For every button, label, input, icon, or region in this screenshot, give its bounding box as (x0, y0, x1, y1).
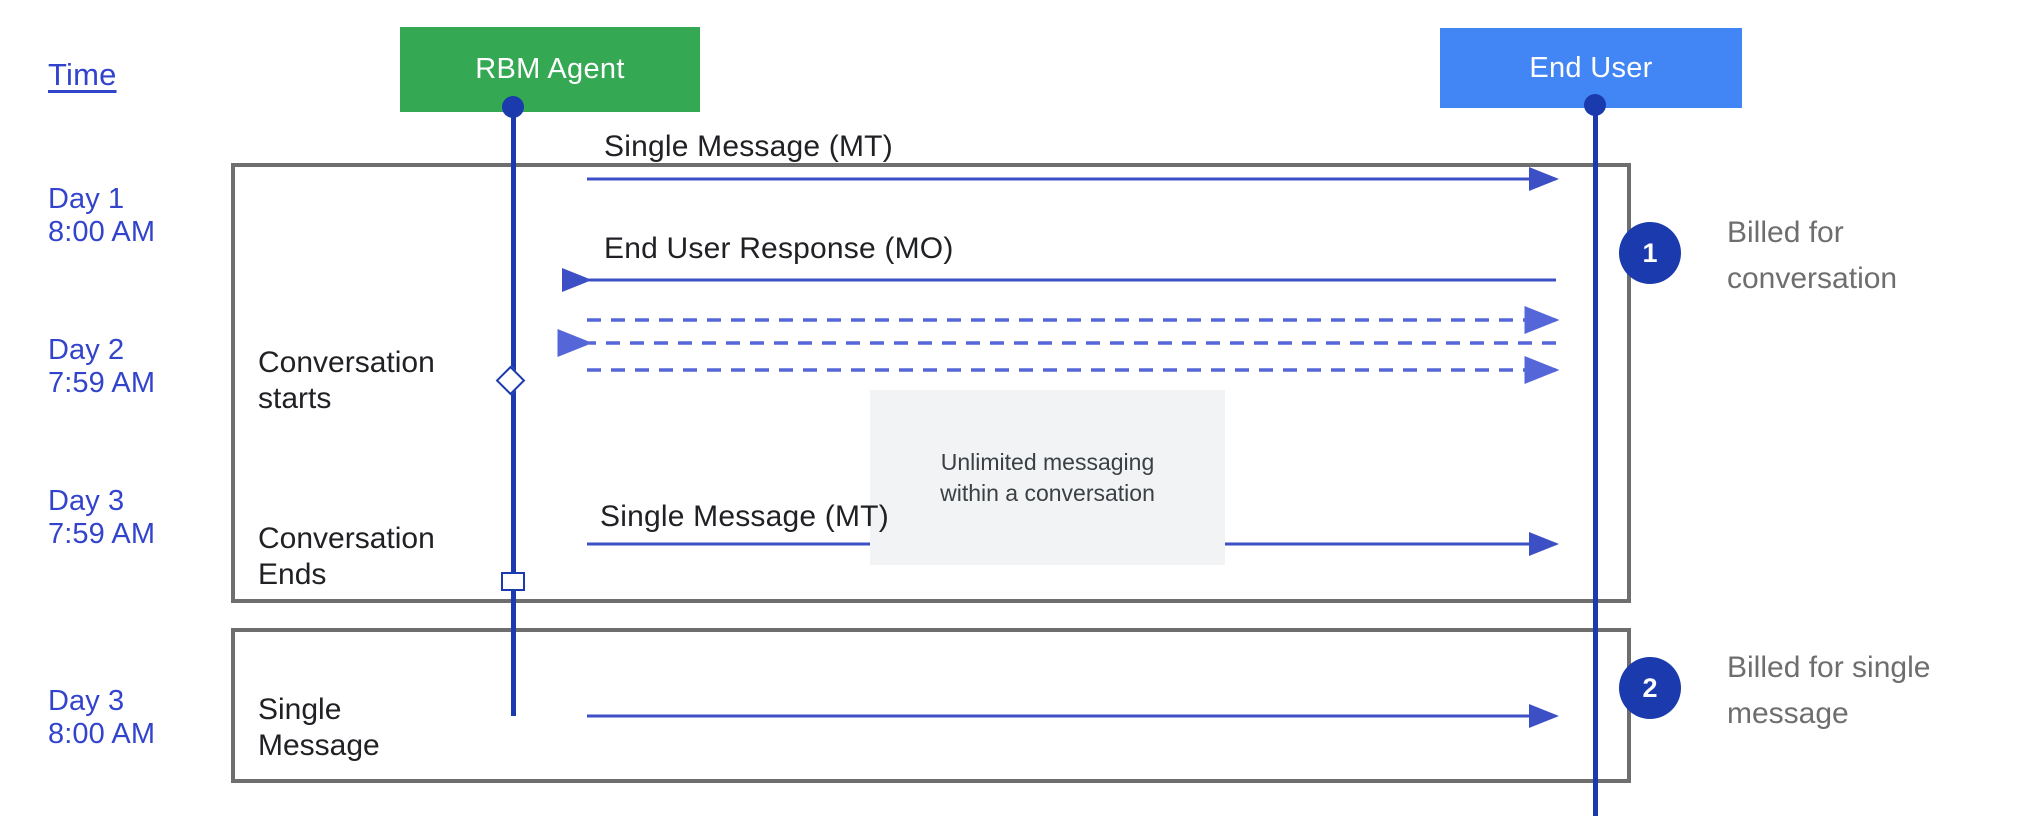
stage-label-conversation-ends: Conversation Ends (258, 522, 435, 591)
billing-note-1-text: Billed for conversation (1727, 216, 1898, 295)
time-label-day3-759: Day 3 7:59 AM (48, 485, 156, 550)
lifeline-end-user (1593, 104, 1598, 816)
actor-label-end-user: End User (1529, 51, 1653, 84)
time-label-day2: Day 2 7:59 AM (48, 334, 156, 399)
actor-box-rbm-agent[interactable]: RBM Agent (400, 27, 700, 112)
time-label-day1: Day 1 8:00 AM (48, 183, 156, 248)
note-unlimited-messaging: Unlimited messaging within a conversatio… (870, 390, 1225, 565)
lifeline-cap-rbm-agent-icon (502, 96, 524, 118)
stage-label-conversation-starts: Conversation starts (258, 346, 435, 415)
caption-single-message-mt-2: Single Message (MT) (600, 500, 889, 533)
actor-label-rbm-agent: RBM Agent (475, 53, 625, 85)
lifeline-rbm-agent (511, 106, 516, 716)
caption-end-user-response-mo: End User Response (MO) (604, 232, 954, 265)
billing-badge-2[interactable]: 2 (1619, 657, 1681, 719)
billing-badge-1[interactable]: 1 (1619, 222, 1681, 284)
lifeline-cap-end-user-icon (1584, 94, 1606, 116)
frame-conversation (231, 163, 1631, 603)
note-unlimited-messaging-text: Unlimited messaging within a conversatio… (940, 448, 1155, 506)
billing-badge-1-number: 1 (1642, 237, 1658, 268)
billing-badge-2-number: 2 (1642, 672, 1658, 703)
time-column-header: Time (48, 57, 117, 92)
stage-label-single-message: Single Message (258, 693, 380, 762)
time-label-day3-800: Day 3 8:00 AM (48, 685, 156, 750)
caption-single-message-mt-1: Single Message (MT) (604, 130, 893, 163)
billing-note-2-text: Billed for single message (1727, 651, 1931, 730)
square-marker-conversation-end-icon (501, 572, 525, 591)
